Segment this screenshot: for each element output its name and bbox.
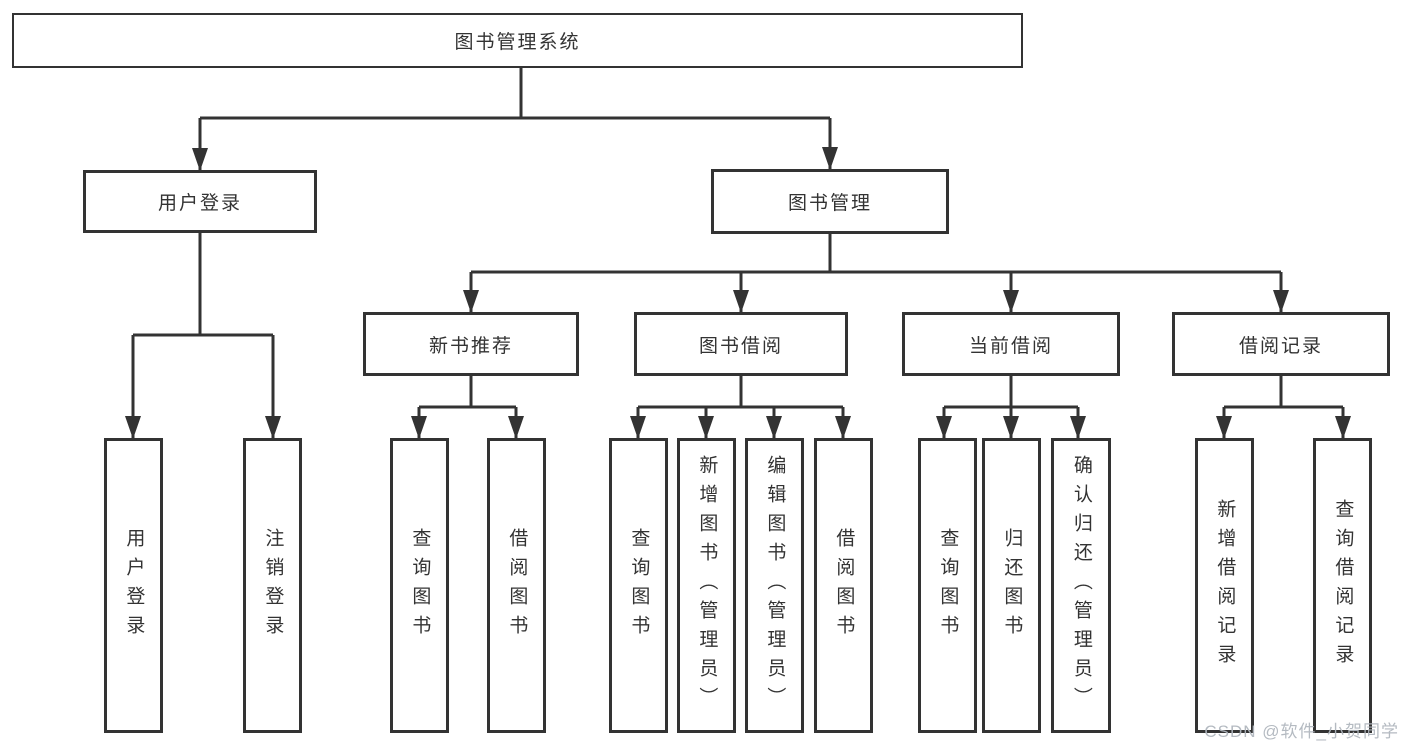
leaf-borrow-books-recommend: 借阅图书 xyxy=(487,438,546,733)
leaf-edit-books-admin-label: 编辑图书（管理员） xyxy=(764,455,786,716)
leaf-query-books-recommend-label: 查询图书 xyxy=(409,527,431,644)
leaf-borrow-books-label: 借阅图书 xyxy=(833,527,855,644)
leaf-confirm-return-admin-label: 确认归还（管理员） xyxy=(1070,455,1092,716)
node-book-borrow-label: 图书借阅 xyxy=(698,335,783,357)
node-new-book-recommend-label: 新书推荐 xyxy=(428,335,513,357)
node-root-system: 图书管理系统 xyxy=(12,13,1023,68)
leaf-add-books-admin-label: 新增图书（管理员） xyxy=(696,455,718,716)
edge-records-to-leaves xyxy=(1222,376,1345,438)
leaf-add-borrow-record-label: 新增借阅记录 xyxy=(1214,498,1236,673)
leaf-user-login-label: 用户登录 xyxy=(123,527,145,644)
edge-bookmgmt-to-level3 xyxy=(469,234,1283,312)
leaf-borrow-books-recommend-label: 借阅图书 xyxy=(506,527,528,644)
leaf-query-books-borrow-label: 查询图书 xyxy=(628,527,650,644)
leaf-logout-label: 注销登录 xyxy=(262,527,284,644)
node-book-management: 图书管理 xyxy=(711,169,949,234)
edge-userlogin-to-leaves xyxy=(131,233,275,438)
leaf-borrow-books: 借阅图书 xyxy=(814,438,873,733)
node-borrow-records: 借阅记录 xyxy=(1172,312,1390,376)
node-user-login: 用户登录 xyxy=(83,170,317,233)
leaf-query-books-current: 查询图书 xyxy=(918,438,977,733)
leaf-add-books-admin: 新增图书（管理员） xyxy=(677,438,736,733)
leaf-query-borrow-record: 查询借阅记录 xyxy=(1313,438,1372,733)
node-new-book-recommend: 新书推荐 xyxy=(363,312,579,376)
node-user-login-label: 用户登录 xyxy=(157,193,242,214)
node-borrow-records-label: 借阅记录 xyxy=(1238,335,1323,357)
edge-borrow-to-leaves xyxy=(636,376,845,438)
leaf-add-borrow-record: 新增借阅记录 xyxy=(1195,438,1254,733)
node-book-borrow: 图书借阅 xyxy=(634,312,848,376)
leaf-query-books-current-label: 查询图书 xyxy=(937,527,959,644)
leaf-user-login: 用户登录 xyxy=(104,438,163,733)
leaf-query-borrow-record-label: 查询借阅记录 xyxy=(1332,498,1354,673)
arrowheads xyxy=(125,147,1351,439)
leaf-edit-books-admin: 编辑图书（管理员） xyxy=(745,438,804,733)
leaf-query-books-borrow: 查询图书 xyxy=(609,438,668,733)
edge-newbook-to-leaves xyxy=(417,376,518,438)
leaf-query-books-recommend: 查询图书 xyxy=(390,438,449,733)
node-root-label: 图书管理系统 xyxy=(454,32,581,53)
edge-root-to-level2 xyxy=(198,68,832,170)
node-book-management-label: 图书管理 xyxy=(787,193,872,214)
leaf-logout: 注销登录 xyxy=(243,438,302,733)
node-current-borrow-label: 当前借阅 xyxy=(968,335,1053,357)
leaf-return-books: 归还图书 xyxy=(982,438,1041,733)
leaf-confirm-return-admin: 确认归还（管理员） xyxy=(1051,438,1111,733)
node-current-borrow: 当前借阅 xyxy=(902,312,1120,376)
csdn-watermark: CSDN @软件_小贺同学 xyxy=(1204,722,1399,741)
leaf-return-books-label: 归还图书 xyxy=(1001,527,1023,644)
